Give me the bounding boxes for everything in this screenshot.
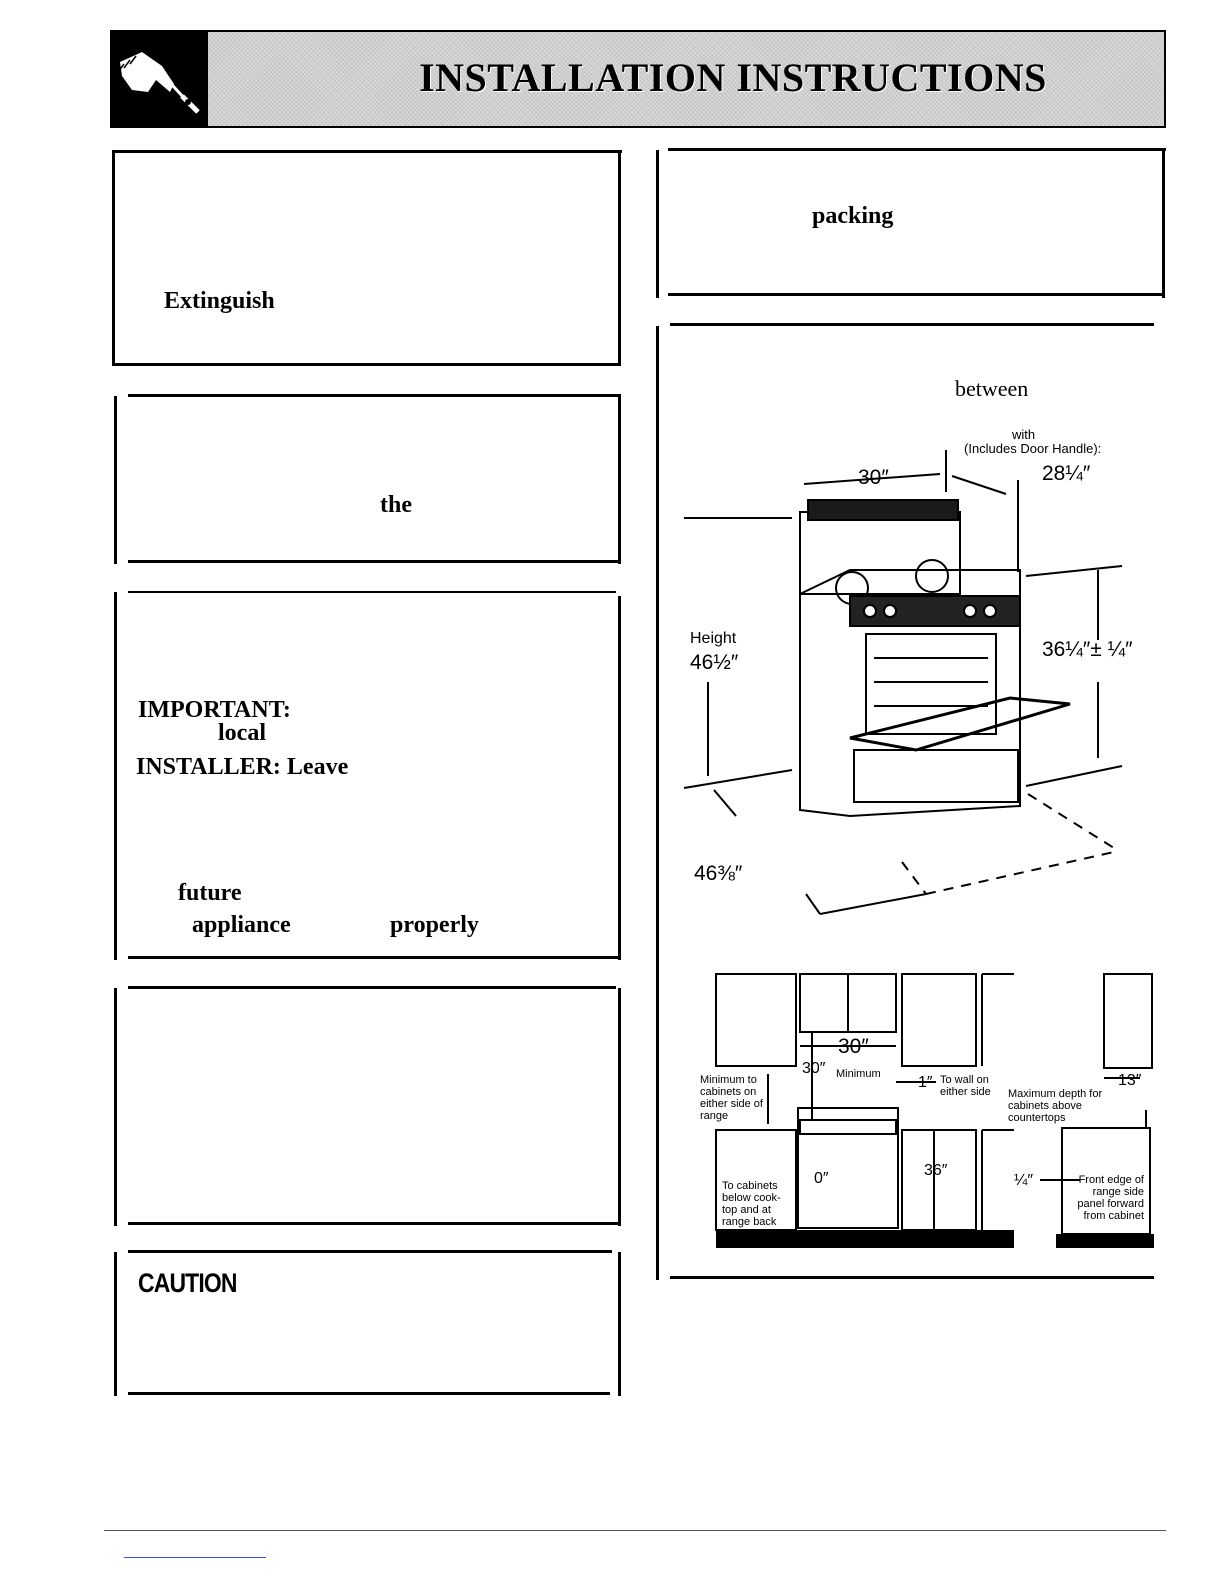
header-banner: INSTALLATION INSTRUCTIONS xyxy=(110,30,1166,128)
upper-width-value: 30″ xyxy=(838,1035,869,1058)
depth-with-sub: (Includes Door Handle): xyxy=(964,441,1102,456)
range-illustration xyxy=(683,450,1123,915)
word-important: IMPORTANT: xyxy=(138,697,291,723)
counter-height-value: 36″ xyxy=(924,1162,948,1179)
min-above-value: 30″ xyxy=(802,1060,826,1077)
cooktop-height-value: 36¼″± ¼″ xyxy=(1042,638,1133,661)
width-value: 30″ xyxy=(858,466,889,489)
word-extinguish: Extinguish xyxy=(164,288,275,314)
wall-gap-label: To wall on either side xyxy=(940,1074,991,1098)
installer-hand-icon xyxy=(112,32,208,126)
cabinet-illustration xyxy=(715,973,1154,1248)
word-appliance: appliance xyxy=(192,912,291,938)
depth-with-label: with xyxy=(1012,427,1036,442)
min-to-cabinets-label: Minimum to cabinets on either side of ra… xyxy=(700,1074,763,1122)
side-gap-value: ¼″ xyxy=(1014,1172,1034,1189)
below-cooktop-label: To cabinets below cook-top and at range … xyxy=(722,1180,781,1228)
max-depth-label: Maximum depth for cabinets above counter… xyxy=(1008,1088,1103,1124)
caution-label: CAUTION xyxy=(138,1268,237,1298)
footer-link-rule xyxy=(124,1557,266,1558)
depth-value: 28¼″ xyxy=(1042,462,1091,485)
wall-gap-value: 1″ xyxy=(918,1074,933,1091)
word-local: local xyxy=(218,720,266,746)
height-value: 46½″ xyxy=(690,651,739,674)
word-packing: packing xyxy=(812,203,894,229)
max-depth-value: 13″ xyxy=(1118,1072,1142,1089)
min-word: Minimum xyxy=(836,1068,881,1080)
word-the: the xyxy=(380,492,412,518)
word-installer-leave: INSTALLER: Leave xyxy=(136,754,349,780)
below-cooktop-value: 0″ xyxy=(814,1170,829,1187)
word-between: between xyxy=(955,376,1029,401)
word-future: future xyxy=(178,880,242,906)
word-properly: properly xyxy=(390,912,479,938)
footer-rule xyxy=(104,1530,1166,1531)
side-gap-label: Front edge of range side panel forward f… xyxy=(1077,1174,1144,1222)
page-title: INSTALLATION INSTRUCTIONS xyxy=(419,55,1047,100)
height-label: Height xyxy=(690,630,737,647)
depth-door-open-value: 46⅜″ xyxy=(694,862,743,885)
